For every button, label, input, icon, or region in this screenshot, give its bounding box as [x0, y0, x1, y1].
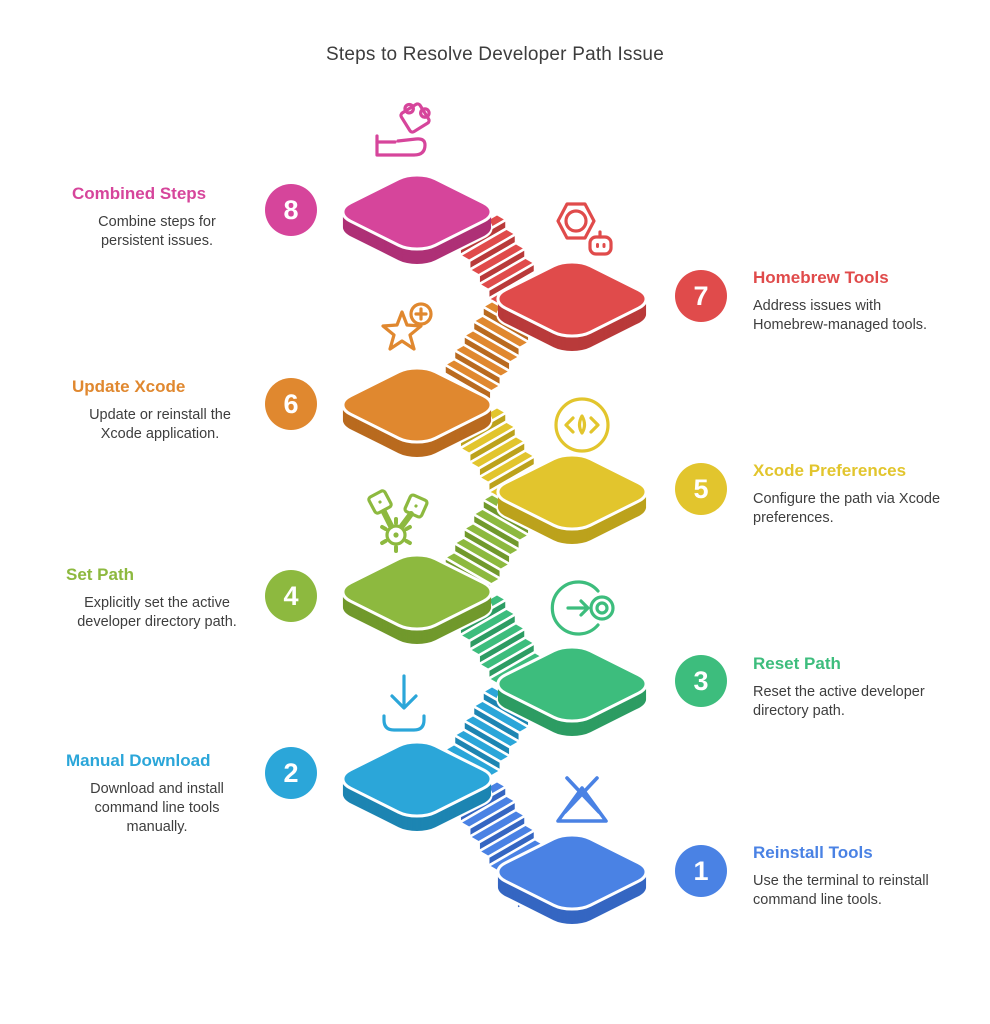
step-number: 3 — [693, 665, 709, 696]
step-number: 1 — [693, 855, 709, 886]
step-label: Update Xcode Update or reinstall the Xco… — [72, 377, 248, 444]
step-badge: 2 — [265, 747, 317, 799]
step-description: Explicitly set the active developer dire… — [77, 594, 237, 630]
step-title: Manual Download — [66, 751, 211, 770]
step-badge: 1 — [675, 845, 727, 897]
hand-puzzle-icon — [362, 92, 446, 176]
step-label: Combined Steps Combine steps for persist… — [72, 184, 242, 251]
platform-6 — [332, 363, 502, 464]
step-number: 5 — [693, 473, 709, 504]
step-badge: 3 — [675, 655, 727, 707]
step-number: 4 — [283, 580, 299, 611]
step-title: Xcode Preferences — [753, 461, 907, 480]
step-label: Xcode Preferences Configure the path via… — [753, 461, 948, 528]
step-description: Combine steps for persistent issues. — [98, 213, 216, 249]
platform-1 — [487, 830, 657, 931]
step-description: Address issues with Homebrew-managed too… — [753, 297, 928, 333]
step-description: Reset the active developer directory pat… — [753, 683, 925, 719]
step-description: Use the terminal to reinstall command li… — [753, 872, 929, 908]
step-description: Update or reinstall the Xcode applicatio… — [89, 406, 231, 442]
page-title: Steps to Resolve Developer Path Issue — [326, 44, 664, 65]
step-title: Reset Path — [753, 654, 841, 673]
platform-3 — [487, 642, 657, 743]
step-label: Homebrew Tools Address issues with Homeb… — [753, 268, 935, 335]
reset-arrow-target-icon — [540, 566, 624, 650]
download-tray-icon — [362, 660, 446, 744]
step-badge: 4 — [265, 570, 317, 622]
platform-2 — [332, 737, 502, 838]
step-badge: 7 — [675, 270, 727, 322]
step-description: Download and install command line tools … — [90, 780, 224, 835]
step-badge: 8 — [265, 184, 317, 236]
step-label: Reset Path Reset the active developer di… — [753, 654, 939, 721]
step-badge: 5 — [675, 463, 727, 515]
step-title: Homebrew Tools — [753, 268, 889, 287]
step-title: Set Path — [66, 565, 135, 584]
hexagon-nut-bot-icon — [540, 190, 624, 274]
step-number: 7 — [693, 280, 709, 311]
step-label: Set Path Explicitly set the active devel… — [66, 565, 248, 632]
star-plus-icon — [362, 288, 446, 372]
step-label: Reinstall Tools Use the terminal to rein… — [753, 843, 939, 910]
step-number: 6 — [283, 388, 299, 419]
code-circle-icon — [540, 383, 624, 467]
step-title: Reinstall Tools — [753, 843, 873, 862]
platform-5 — [487, 450, 657, 551]
step-badge: 6 — [265, 378, 317, 430]
step-description: Configure the path via Xcode preferences… — [753, 490, 941, 526]
platform-4 — [332, 550, 502, 651]
platform-8 — [332, 170, 502, 271]
xcode-cross-triangle-icon — [540, 752, 624, 836]
step-number: 2 — [283, 757, 299, 788]
step-title: Combined Steps — [72, 184, 207, 203]
step-title: Update Xcode — [72, 377, 186, 396]
step-label: Manual Download Download and install com… — [66, 751, 248, 837]
step-number: 8 — [283, 194, 299, 225]
branch-gear-icon — [358, 474, 442, 558]
platform-7 — [487, 257, 657, 358]
